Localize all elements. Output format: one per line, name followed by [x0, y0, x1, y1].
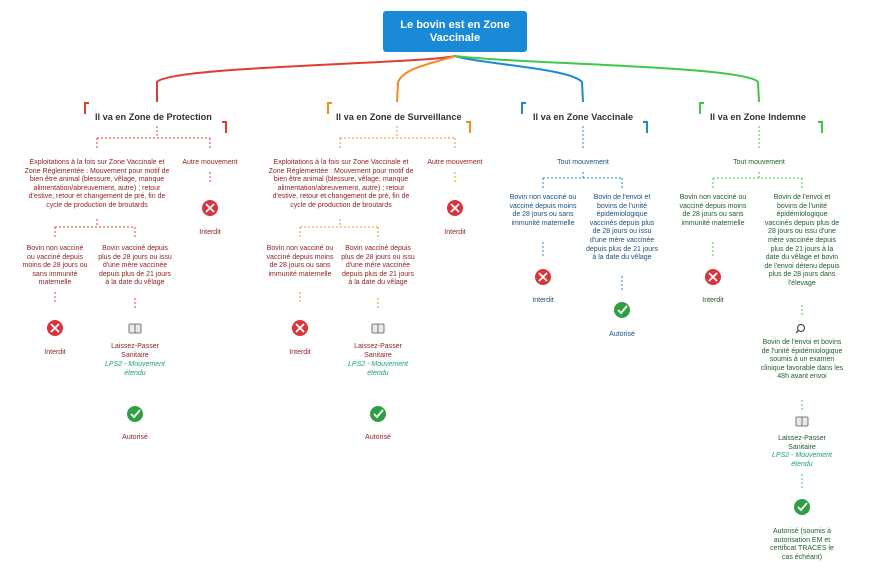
surveillance-unvaccinated: Bovin non vacciné ou vacciné depuis moin… [266, 245, 334, 278]
forbidden-icon [447, 200, 463, 216]
bracket-indemne-left [699, 102, 704, 114]
vaccinale-unvaccinated: Bovin non vacciné ou vacciné depuis moin… [509, 194, 577, 227]
indemne-movement: Tout mouvement [733, 159, 785, 166]
check-icon [370, 406, 386, 422]
vaccinale-authorized: Autorisé [609, 331, 635, 338]
forbidden-icon [202, 200, 218, 216]
bracket-vaccinale-right [643, 121, 648, 133]
protection-condition: Exploitations à la fois sur Zone Vaccina… [24, 159, 170, 209]
surveillance-condition: Exploitations à la fois sur Zone Vaccina… [268, 159, 414, 209]
indemne-authorized: Autorisé (soumis à autorisation EM et ce… [770, 528, 834, 561]
protection-laissez-passer: Laissez-Passer Sanitaire [111, 343, 159, 359]
bracket-protection-left [84, 102, 89, 114]
protection-other-movement: Autre mouvement [182, 159, 238, 166]
bracket-protection-right [222, 121, 227, 133]
zone-title-vaccinale: Il va en Zone Vaccinale [533, 112, 634, 122]
surveillance-other-result: Interdit [444, 229, 466, 236]
book-icon [371, 323, 385, 334]
branch-vaccinale [454, 55, 584, 103]
indemne-unvaccinated: Bovin non vacciné ou vacciné depuis moin… [679, 194, 747, 227]
vaccinale-unvaccinated-result: Interdit [532, 297, 554, 304]
bracket-vaccinale-left [521, 102, 526, 114]
indemne-exam: Bovin de l'envoi et bovins de l'unité ép… [760, 339, 844, 381]
surveillance-other-movement: Autre mouvement [427, 159, 483, 166]
branch-indemne [454, 55, 760, 103]
book-icon [795, 416, 809, 427]
protection-lps2: LPS2 - Mouvement étendu [105, 361, 165, 377]
protection-other-result: Interdit [199, 229, 221, 236]
surveillance-laissez-passer: Laissez-Passer Sanitaire [354, 343, 402, 359]
indemne-lps2: LPS2 - Mouvement étendu [772, 452, 832, 468]
protection-authorized: Autorisé [122, 434, 148, 441]
zone-title-surveillance: Il va en Zone de Surveillance [336, 112, 462, 122]
root-node: Le bovin est en Zone Vaccinale [383, 11, 527, 52]
branch-protection [156, 55, 456, 102]
forbidden-icon [292, 320, 308, 336]
branch-surveillance [396, 55, 456, 103]
surveillance-unvaccinated-result: Interdit [289, 349, 311, 356]
vaccinale-vaccinated: Bovin de l'envoi et bovins de l'unité ép… [586, 194, 658, 262]
bracket-surveillance-left [327, 102, 332, 114]
check-icon [614, 302, 630, 318]
forbidden-icon [535, 269, 551, 285]
surveillance-lps2: LPS2 - Mouvement étendu [348, 361, 408, 377]
protection-unvaccinated: Bovin non vacciné ou vacciné depuis moin… [22, 245, 88, 287]
indemne-vaccinated: Bovin de l'envoi et bovins de l'unité ép… [764, 194, 840, 287]
protection-vaccinated: Bovin vacciné depuis plus de 28 jours ou… [98, 245, 172, 287]
book-icon [128, 323, 142, 334]
zone-title-indemne: Il va en Zone Indemne [710, 112, 806, 122]
check-icon [794, 499, 810, 515]
forbidden-icon [705, 269, 721, 285]
bracket-indemne-right [818, 121, 823, 133]
surveillance-authorized: Autorisé [365, 434, 391, 441]
indemne-laissez-passer: Laissez-Passer Sanitaire [778, 435, 826, 451]
vaccinale-movement: Tout mouvement [557, 159, 609, 166]
magnifier-icon [795, 323, 806, 334]
indemne-unvaccinated-result: Interdit [702, 297, 724, 304]
zone-title-protection: Il va en Zone de Protection [95, 112, 212, 122]
check-icon [127, 406, 143, 422]
protection-unvaccinated-result: Interdit [44, 349, 66, 356]
surveillance-vaccinated: Bovin vacciné depuis plus de 28 jours ou… [341, 245, 415, 287]
bracket-surveillance-right [466, 121, 471, 133]
forbidden-icon [47, 320, 63, 336]
